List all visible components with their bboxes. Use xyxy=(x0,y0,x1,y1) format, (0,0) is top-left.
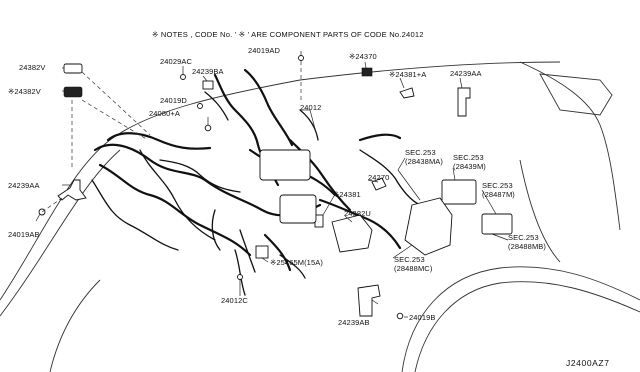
label-24012: 24012 xyxy=(300,103,321,112)
engine-room-harness xyxy=(91,68,421,296)
fuse-25465M xyxy=(255,245,269,259)
bracket-24239AA xyxy=(457,87,471,117)
label-25465M: ※25465M(15A) xyxy=(270,258,323,267)
clip-24012C xyxy=(237,274,243,280)
label-24370: ※24370 xyxy=(349,52,377,61)
module-28439M xyxy=(441,179,477,205)
label-24382U: 24382U xyxy=(344,209,371,218)
part-labels: 24382V ※24382V 24029AC 24239BA 24019AD ※… xyxy=(8,46,546,327)
harness-connector-block xyxy=(279,194,317,224)
vehicle-body-outline xyxy=(0,61,640,372)
bracket-24239BA xyxy=(202,80,214,90)
fuse-block-24382V xyxy=(63,63,83,74)
cover-24270 xyxy=(371,177,387,191)
bracket-24239AB xyxy=(357,284,381,317)
clip-24019D xyxy=(197,103,203,109)
label-sec253-d-line2: (28488MB) xyxy=(508,242,546,251)
fuse-box-24382U xyxy=(331,214,373,253)
leader-lines xyxy=(35,51,509,318)
label-sec253-e-line2: (28488MC) xyxy=(394,264,433,273)
label-24239AB: 24239AB xyxy=(338,318,370,327)
label-sec253-b-line2: (28439M) xyxy=(453,162,486,171)
label-24019D: 24019D xyxy=(160,96,187,105)
fuse-block-24382V-star xyxy=(63,86,83,98)
label-24382V: 24382V xyxy=(19,63,45,72)
harness-junction-block xyxy=(259,149,311,181)
label-sec253-a-line1: SEC.253 xyxy=(405,148,436,157)
label-24239AA: 24239AA xyxy=(450,69,482,78)
label-sec253-c-line2: (28487M) xyxy=(482,190,515,199)
bracket-24239AA-left xyxy=(57,179,87,201)
relay-24381A xyxy=(399,87,415,99)
label-24029AC: 24029AC xyxy=(160,57,192,66)
label-sec253-b-line1: SEC.253 xyxy=(453,153,484,162)
label-24019B: 24019B xyxy=(409,313,435,322)
diagram-code: J2400AZ7 xyxy=(566,358,610,368)
module-28487M xyxy=(481,213,513,235)
label-24019AB: 24019AB xyxy=(8,230,40,239)
clip-24080A xyxy=(204,124,212,132)
label-sec253-e-line1: SEC.253 xyxy=(394,255,425,264)
header-note: ※ NOTES , CODE No. ' ※ ' ARE COMPONENT P… xyxy=(152,30,424,39)
components xyxy=(38,55,513,320)
ipdm-28438MA xyxy=(404,197,453,256)
label-sec253-c-line1: SEC.253 xyxy=(482,181,513,190)
label-24239AA-left: 24239AA xyxy=(8,181,40,190)
label-24381: ※24381 xyxy=(333,190,361,199)
label-24019AD: 24019AD xyxy=(248,46,280,55)
label-sec253-a-line2: (28438MA) xyxy=(405,157,443,166)
bolt-24019B xyxy=(396,312,404,320)
label-24270: 24270 xyxy=(368,173,389,182)
clip-24029AC xyxy=(180,74,186,80)
label-24080A: 24080+A xyxy=(149,109,180,118)
label-sec253-d-line1: SEC.253 xyxy=(508,233,539,242)
relay-24370 xyxy=(361,67,373,77)
label-24239BA: 24239BA xyxy=(192,67,224,76)
label-24381A: ※24381+A xyxy=(389,70,426,79)
clip-24019AD xyxy=(298,55,304,61)
label-24012C: 24012C xyxy=(221,296,248,305)
label-24382V-star: ※24382V xyxy=(8,87,41,96)
